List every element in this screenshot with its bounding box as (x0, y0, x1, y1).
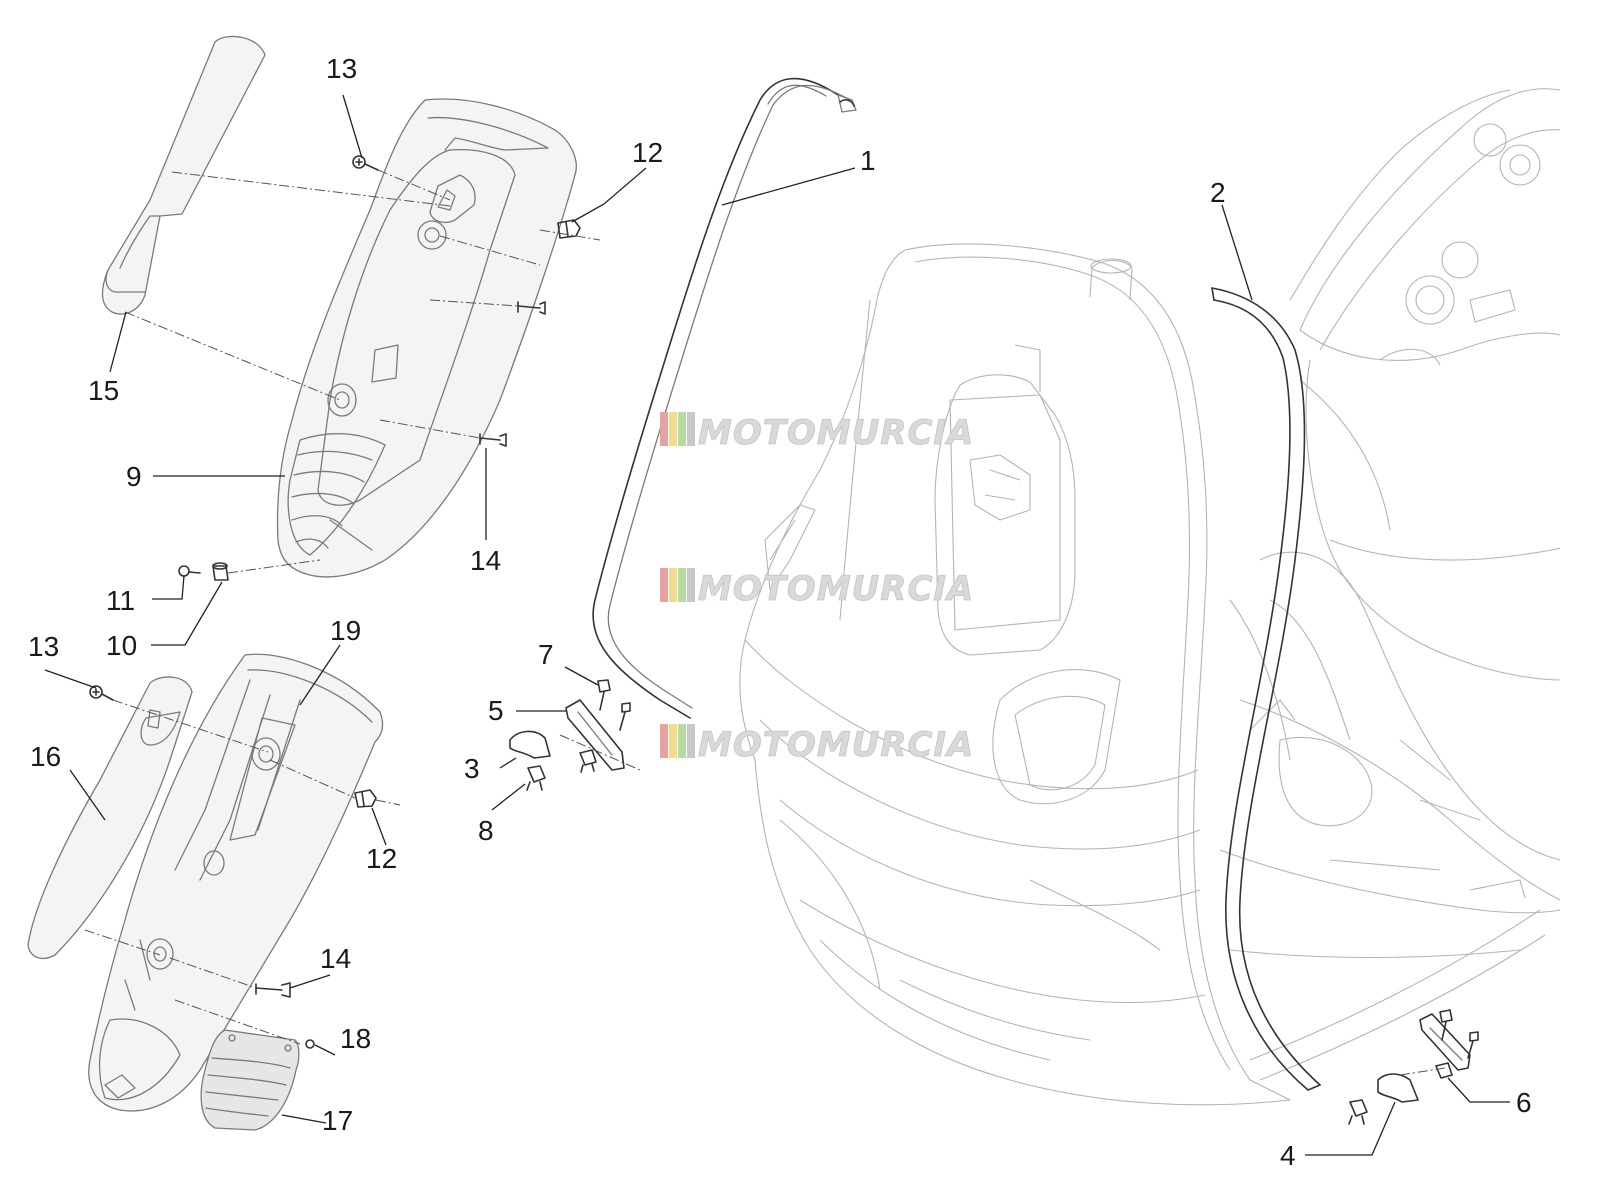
callout-15: 15 (88, 375, 119, 406)
callout-3: 3 (464, 753, 480, 784)
part-15-horn-cover-strip (101, 35, 266, 315)
callout-14-lower: 14 (320, 943, 351, 974)
callout-18: 18 (340, 1023, 371, 1054)
watermark-3: MOTOMURCIA (660, 724, 974, 765)
part-2-side-trim-strip (1211, 287, 1321, 1091)
callout-6: 6 (1516, 1087, 1532, 1118)
clip-12-upper (557, 219, 581, 239)
part-16-lower-cover-strip (27, 676, 193, 959)
assembly-lines (84, 169, 1446, 1076)
callout-17: 17 (322, 1105, 353, 1136)
callout-10: 10 (106, 630, 137, 661)
spacer-10 (212, 562, 229, 581)
screw-11 (178, 565, 201, 577)
pin-14-lower (255, 982, 291, 998)
screw-18 (305, 1039, 315, 1049)
screw-13-upper (352, 155, 379, 171)
scooter-front-shield (739, 243, 1291, 1106)
watermark-text: MOTOMURCIA (698, 725, 974, 765)
callout-7: 7 (538, 639, 554, 670)
callout-13-upper: 13 (326, 53, 357, 84)
watermark-1: MOTOMURCIA (660, 412, 974, 453)
pin-14-upper-b (479, 433, 507, 447)
callout-labels: 1 2 3 4 5 6 7 8 9 10 11 12 12 13 13 14 1… (28, 53, 1532, 1171)
scooter-frame-rear (1219, 88, 1561, 1081)
part-9-upper-horn-cover (276, 98, 577, 578)
callout-13-lower: 13 (28, 631, 59, 662)
callout-12-upper: 12 (632, 137, 663, 168)
watermark-text: MOTOMURCIA (698, 413, 974, 453)
leader-lines (44, 94, 1510, 1156)
callout-2: 2 (1210, 177, 1226, 208)
callout-8: 8 (478, 815, 494, 846)
callout-16: 16 (30, 741, 61, 772)
bracket-group-3-5-7-8 (509, 679, 631, 791)
watermark-text: MOTOMURCIA (698, 569, 974, 609)
bracket-group-4-6 (1348, 1009, 1479, 1125)
callout-5: 5 (488, 695, 504, 726)
callout-14-upper: 14 (470, 545, 501, 576)
callout-9: 9 (126, 461, 142, 492)
clip-12-lower (354, 789, 377, 808)
callout-11: 11 (106, 585, 135, 616)
pin-14-upper-a (517, 301, 546, 315)
screw-13-lower (89, 685, 114, 701)
callout-19: 19 (330, 615, 361, 646)
callout-12-lower: 12 (366, 843, 397, 874)
callout-1: 1 (860, 145, 876, 176)
part-1-shield-trim-strip (592, 77, 857, 719)
watermark-2: MOTOMURCIA (660, 568, 974, 609)
callout-4: 4 (1280, 1140, 1296, 1171)
part-17-lower-grille (200, 1029, 300, 1131)
part-19-lower-horn-cover (88, 653, 384, 1112)
